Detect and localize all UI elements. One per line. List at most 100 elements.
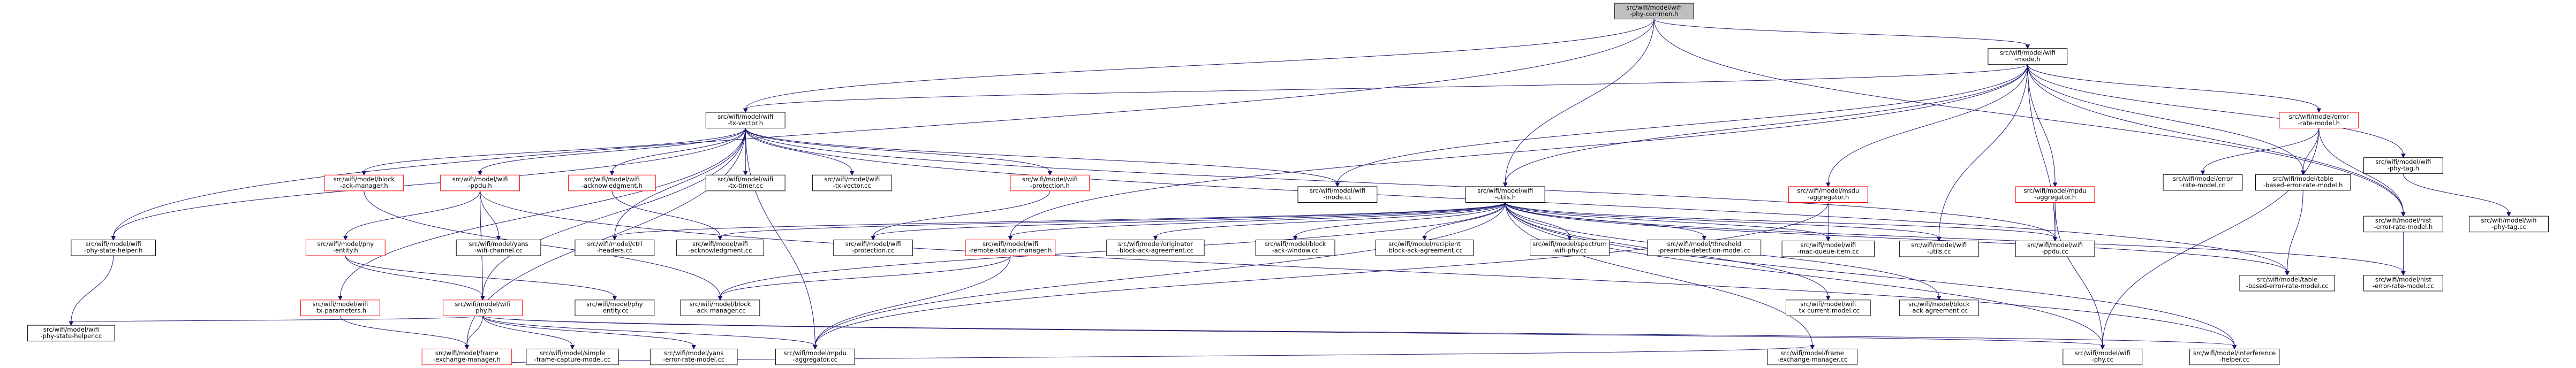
node-label-line: -ppdu.cc xyxy=(2042,248,2068,255)
node-label-line: src/wifi/model/wifi xyxy=(1800,301,1856,308)
node-protcc[interactable]: src/wifi/model/wifi-protection.cc xyxy=(833,239,913,256)
node-tablecc[interactable]: src/wifi/model/table-based-error-rate-mo… xyxy=(2239,274,2335,292)
node-simcc[interactable]: src/wifi/model/simple-frame-capture-mode… xyxy=(526,348,619,365)
node-label-line: src/wifi/model/wifi xyxy=(2027,241,2083,249)
node-label-line: -error-rate-model.h xyxy=(2374,223,2433,231)
node-label-line: -wifi-channel.cc xyxy=(474,247,523,254)
node-box xyxy=(2279,112,2359,129)
edge-line xyxy=(1010,202,1506,237)
node-utilscc[interactable]: src/wifi/model/wifi-utils.cc xyxy=(1899,240,1979,257)
edge-arrowhead xyxy=(111,235,116,241)
node-label-line: -aggregator.h xyxy=(1807,194,1849,201)
node-txv[interactable]: src/wifi/model/wifi-tx-vector.h xyxy=(705,112,785,129)
node-mpduaggcc[interactable]: src/wifi/model/mpdu-aggregator.cc xyxy=(775,348,855,365)
node-ptagh[interactable]: src/wifi/model/wifi-phy-tag.h xyxy=(2363,157,2443,174)
node-speccc[interactable]: src/wifi/model/spectrum-wifi-phy.cc xyxy=(1530,239,1610,256)
node-tableh[interactable]: src/wifi/model/table-based-error-rate-mo… xyxy=(2255,174,2351,191)
node-box xyxy=(300,300,380,316)
node-mpduaggh[interactable]: src/wifi/model/mpdu-aggregator.h xyxy=(2015,186,2095,203)
edge-line xyxy=(1938,64,2028,238)
node-label-line: -mode.h xyxy=(2015,56,2041,63)
node-nistcc[interactable]: src/wifi/model/nist-error-rate-model.cc xyxy=(2363,274,2443,292)
node-label-line: -tx-parameters.h xyxy=(314,307,366,315)
node-msduaggh[interactable]: src/wifi/model/msdu-aggregator.h xyxy=(1788,186,1868,203)
node-reccc[interactable]: src/wifi/model/recipient-block-ack-agree… xyxy=(1375,239,1474,256)
edge-arrowhead xyxy=(1826,182,1831,188)
edge-arrowhead xyxy=(2285,271,2290,276)
node-label-line: src/wifi/model/block xyxy=(690,301,751,308)
edge-line xyxy=(1505,202,1829,238)
node-txvcc[interactable]: src/wifi/model/wifi-tx-vector.cc xyxy=(812,174,892,191)
edge-arrowhead xyxy=(2232,344,2237,350)
node-ctrlh[interactable]: src/wifi/model/ctrl-headers.cc xyxy=(575,239,655,256)
node-bawcc[interactable]: src/wifi/model/block-ack-window.cc xyxy=(1255,239,1335,256)
node-fxmcc[interactable]: src/wifi/model/frame-exchange-manager.cc xyxy=(1767,348,1858,365)
edge-arrowhead xyxy=(609,171,615,176)
node-intcc[interactable]: src/wifi/model/interference-helper.cc xyxy=(2189,348,2280,365)
node-origcc[interactable]: src/wifi/model/originator-block-ack-agre… xyxy=(1106,239,1205,256)
edge-txv-to-txvcc xyxy=(745,128,855,176)
node-protech[interactable]: src/wifi/model/wifi-protection.h xyxy=(1010,174,1090,191)
edge-mode-to-tableh xyxy=(2027,64,2306,175)
node-root[interactable]: src/wifi/model/wifi-phy-common.h xyxy=(1614,3,1694,20)
node-label-line: -frame-capture-model.cc xyxy=(534,356,611,363)
edge-arrowhead xyxy=(2100,344,2105,350)
node-mode[interactable]: src/wifi/model/wifi-mode.h xyxy=(1988,48,2068,65)
edge-arrowhead xyxy=(2401,154,2406,158)
node-modecc[interactable]: src/wifi/model/wifi-mode.cc xyxy=(1297,186,1378,203)
edge-arrowhead xyxy=(1502,182,1508,188)
node-bagcc[interactable]: src/wifi/model/block-ack-agreement.cc xyxy=(1899,300,1979,316)
node-box xyxy=(2015,186,2095,203)
node-fxmh[interactable]: src/wifi/model/frame-exchange-manager.h xyxy=(421,348,512,365)
node-label-line: src/wifi/model/wifi xyxy=(1626,4,1682,11)
node-label-line: -acknowledgment.cc xyxy=(688,247,752,254)
node-ptagcc[interactable]: src/wifi/model/wifi-phy-tag.cc xyxy=(2469,216,2549,233)
edge-arrowhead xyxy=(1153,235,1158,241)
edge-line xyxy=(480,128,746,172)
node-label-line: src/wifi/model/interference xyxy=(2193,349,2276,357)
edge-line xyxy=(745,64,2028,110)
node-physcc[interactable]: src/wifi/model/wifi-phy-state-helper.cc xyxy=(27,325,115,342)
node-phyencc[interactable]: src/wifi/model/phy-entity.cc xyxy=(575,300,655,316)
node-box xyxy=(27,325,115,342)
node-bamh[interactable]: src/wifi/model/block-ack-manager.h xyxy=(324,174,404,191)
node-physth[interactable]: src/wifi/model/wifi-phy-state-helper.h xyxy=(71,239,156,256)
node-txparh[interactable]: src/wifi/model/wifi-tx-parameters.h xyxy=(300,300,380,316)
node-phyh[interactable]: src/wifi/model/wifi-phy.h xyxy=(443,300,523,316)
node-label-line: -exchange-manager.cc xyxy=(1777,356,1847,363)
node-label-line: src/wifi/model/wifi xyxy=(1911,241,1967,249)
node-ppducc[interactable]: src/wifi/model/wifi-ppdu.cc xyxy=(2015,240,2095,257)
node-yanserrcc[interactable]: src/wifi/model/yans-error-rate-model.cc xyxy=(649,348,738,365)
node-thrcc[interactable]: src/wifi/model/threshold-preamble-detect… xyxy=(1647,239,1762,256)
edge-txv-to-protech xyxy=(745,128,1053,176)
node-nisth[interactable]: src/wifi/model/nist-error-rate-model.h xyxy=(2363,216,2443,233)
node-rsmh[interactable]: src/wifi/model/wifi-remote-station-manag… xyxy=(965,239,1056,256)
edge-line xyxy=(1505,202,2056,238)
node-label-line: src/wifi/model/wifi xyxy=(845,240,901,248)
node-yanscc[interactable]: src/wifi/model/yans-wifi-channel.cc xyxy=(456,239,541,256)
node-label-line: -utils.cc xyxy=(1927,248,1951,255)
node-label-line: src/wifi/model/block xyxy=(1908,301,1970,308)
node-label-line: src/wifi/model/wifi xyxy=(983,240,1038,248)
edge-line xyxy=(1505,202,2103,346)
node-phycc[interactable]: src/wifi/model/wifi-phy.cc xyxy=(2063,348,2143,365)
node-phyenth[interactable]: src/wifi/model/phy-entity.h xyxy=(305,239,386,256)
edge-msduaggh-to-mpduaggcc xyxy=(813,202,1829,350)
edge-utils-to-rsmh xyxy=(1008,202,1506,241)
node-mqicc[interactable]: src/wifi/model/wifi-mac-queue-item.cc xyxy=(1781,240,1875,257)
node-ppduh[interactable]: src/wifi/model/wifi-ppdu.h xyxy=(440,174,520,191)
edge-line xyxy=(482,315,2103,346)
node-bamcc[interactable]: src/wifi/model/block-ack-manager.cc xyxy=(680,300,760,316)
edge-line xyxy=(2318,128,2404,213)
edge-line xyxy=(1827,64,2028,183)
node-ackh[interactable]: src/wifi/model/wifi-acknowledgment.h xyxy=(568,174,656,191)
node-label-line: -phy-common.h xyxy=(1630,10,1679,18)
node-timercc[interactable]: src/wifi/model/wifi-tx-timer.cc xyxy=(705,174,785,191)
node-box xyxy=(1010,174,1090,191)
node-curcc[interactable]: src/wifi/model/wifi-tx-current-model.cc xyxy=(1785,300,1871,316)
node-utils[interactable]: src/wifi/model/wifi-utils.h xyxy=(1465,186,1545,203)
node-ermcc[interactable]: src/wifi/model/error-rate-model.cc xyxy=(2163,174,2243,191)
node-ermh[interactable]: src/wifi/model/error-rate-model.h xyxy=(2279,112,2359,129)
node-ackcc[interactable]: src/wifi/model/wifi-acknowledgment.cc xyxy=(676,239,764,256)
edge-txv-to-ppduh xyxy=(478,128,746,176)
